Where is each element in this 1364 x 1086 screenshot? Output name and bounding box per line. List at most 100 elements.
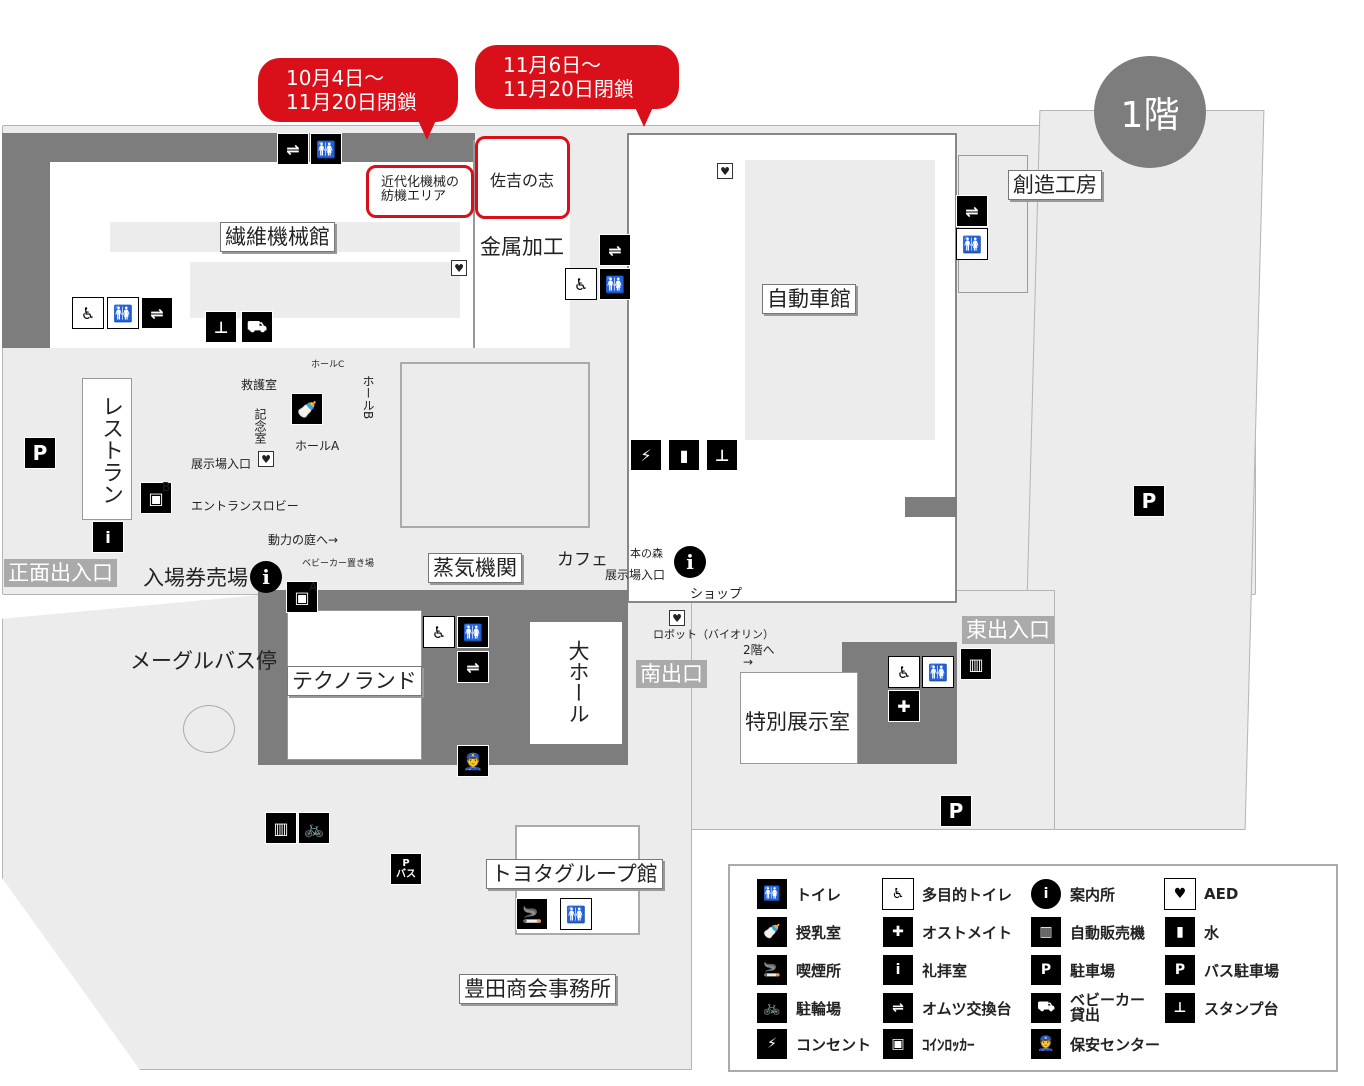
outlet-icon: ⚡ (630, 439, 662, 471)
locker-icon: ▣ (140, 482, 172, 514)
bus-parking-icon: P バス (390, 853, 422, 885)
diaper-icon: ⇌ (882, 992, 914, 1024)
restroom-icon: 🚻 (599, 268, 631, 300)
main-exit-label[interactable]: 正面出入口 (4, 559, 117, 587)
restroom-icon: 🚻 (107, 297, 139, 329)
smoking-icon: 🚬 (756, 954, 788, 986)
shop-label[interactable]: ショップ (690, 587, 743, 602)
locker-b-tag: B (162, 480, 171, 494)
ticket-label: 入場券売場 (143, 566, 248, 590)
legend-item-smoking: 🚬喫煙所 (756, 954, 841, 986)
aed-icon: ♥ (669, 610, 685, 626)
toyoda-office-label[interactable]: 豊田商会事務所 (459, 974, 616, 1004)
special-label[interactable]: 特別展示室 (745, 710, 850, 734)
stamp-icon: ⊥ (1164, 992, 1196, 1024)
locker-icon: ▣ (882, 1028, 914, 1060)
restroom-icon: 🚻 (560, 898, 592, 930)
legend-item-restroom: 🚻トイレ (756, 878, 841, 910)
closed-area-sakichi: 佐吉の志 (475, 136, 570, 219)
souzou-label[interactable]: 創造工房 (1008, 170, 1102, 200)
water-icon: ▮ (668, 439, 700, 471)
east-exit-label[interactable]: 東出入口 (962, 616, 1054, 644)
aed-icon: ♥ (451, 260, 467, 276)
legend-item-water: ▮水 (1164, 916, 1219, 948)
hall-c-label: ホールC (311, 360, 345, 370)
restroom-icon: 🚻 (956, 228, 988, 260)
vending-machine-icon: ▥ (960, 648, 992, 680)
ostomate-icon: ✚ (882, 916, 914, 948)
accessible-restroom-icon: ♿ (882, 878, 914, 910)
legend-item-vending: ▥自動販売機 (1030, 916, 1145, 948)
stamp-icon: ⊥ (706, 439, 738, 471)
nursing-room-icon: 🍼 (291, 393, 323, 425)
aed-icon: ♥ (717, 163, 733, 179)
special-floor (740, 672, 858, 764)
to-2f-label[interactable]: 2階へ → (743, 643, 775, 669)
legend-item-bicycle: 🚲駐輪場 (756, 992, 841, 1024)
diaper-icon: ⇌ (457, 651, 489, 683)
legend-item-security: 👮保安センター (1030, 1028, 1160, 1060)
legend-item-aed: ♥AED (1164, 878, 1238, 910)
auto-hall-label[interactable]: 自動車館 (762, 284, 856, 314)
aed-icon: ♥ (1164, 878, 1196, 910)
cafe-label[interactable]: カフェ (557, 550, 608, 570)
closure-notice-textile: 10月4日〜 11月20日閉鎖 (258, 58, 458, 140)
info-icon[interactable]: i (674, 546, 706, 578)
restroom-icon: 🚻 (310, 133, 342, 165)
hall-a-label: ホールA (295, 439, 340, 453)
diaper-icon: ⇌ (141, 297, 173, 329)
restroom-icon: 🚻 (457, 616, 489, 648)
first-aid-label: 救護室 (241, 378, 278, 392)
garden-label[interactable]: 動力の庭へ→ (268, 533, 339, 547)
stroller-icon: ⛟ (1030, 992, 1062, 1024)
stamp-icon: ⊥ (205, 311, 237, 343)
vending-machine-icon: ▥ (265, 812, 297, 844)
honomori-label: 本の森 (630, 547, 663, 560)
textile-inner2 (190, 262, 460, 318)
legend-item-diaper: ⇌オムツ交換台 (882, 992, 1012, 1024)
steam-label[interactable]: 蒸気機関 (428, 553, 522, 583)
restaurant-area (82, 378, 132, 520)
diaper-icon: ⇌ (277, 133, 309, 165)
restroom-icon: 🚻 (756, 878, 788, 910)
closure-notice-sakichi: 11月6日〜 11月20日閉鎖 (475, 45, 679, 127)
entrance-left-label: 展示場入口 (191, 457, 252, 471)
metal-label[interactable]: 金属加工 (480, 235, 564, 259)
security-icon: 👮 (1030, 1028, 1062, 1060)
legend-item-stamp: ⊥スタンプ台 (1164, 992, 1279, 1024)
legend-item-ostomate: ✚オストメイト (882, 916, 1012, 948)
east-parking-area (1020, 110, 1265, 830)
memorial-label: 記念室 (253, 408, 267, 444)
textile-hall-label[interactable]: 繊維機械館 (220, 222, 335, 252)
legend-item-stroller: ⛟ベビーカー 貸出 (1030, 992, 1145, 1024)
info-icon[interactable]: i (250, 561, 282, 593)
locker-icon: ▣ (286, 581, 318, 613)
toyota-group-label[interactable]: トヨタグループ館 (486, 859, 663, 889)
aed-icon: ♥ (258, 451, 274, 467)
parking-icon: P (1133, 485, 1165, 517)
parking-icon: P (940, 795, 972, 827)
stroller-area-label: ベビーカー置き場 (302, 559, 375, 569)
stroller-icon: ⛟ (241, 311, 273, 343)
water-icon: ▮ (1164, 916, 1196, 948)
smoking-icon: 🚬 (516, 898, 548, 930)
lobby-label: エントランスロビー (191, 499, 299, 513)
floor-badge: 1階 (1094, 56, 1206, 168)
legend-item-accessible: ♿多目的トイレ (882, 878, 1012, 910)
technoland-label[interactable]: テクノランド (287, 666, 422, 696)
restaurant-label[interactable]: レストラン (98, 395, 123, 505)
roundabout (183, 705, 235, 753)
accessible-restroom-icon: ♿ (423, 616, 455, 648)
parking-icon: P (1030, 954, 1062, 986)
legend-item-outlet: ⚡コンセント (756, 1028, 871, 1060)
closed-area-textile: 近代化機械の 紡機エリア (366, 165, 474, 218)
entrance-right-label: 展示場入口 (605, 568, 666, 582)
accessible-restroom-icon: ♿ (72, 297, 104, 329)
outlet-icon: ⚡ (756, 1028, 788, 1060)
daihall-label[interactable]: 大ホール (566, 640, 590, 724)
restroom-icon: 🚻 (922, 656, 954, 688)
south-exit-label[interactable]: 南出口 (636, 660, 707, 688)
prayer-room-icon: i (92, 521, 124, 553)
